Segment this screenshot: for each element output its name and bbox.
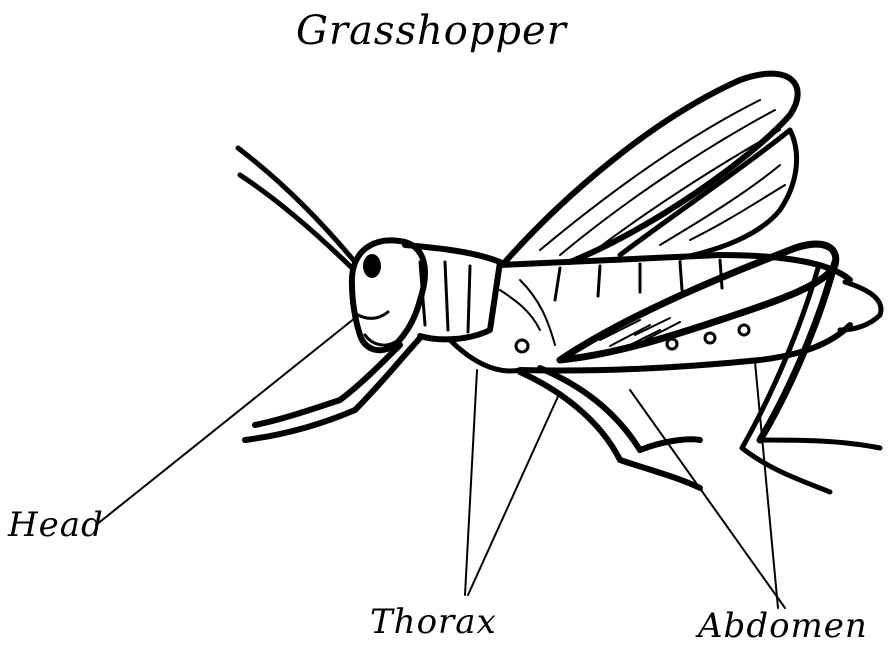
- abdomen-pointer-line-left: [630, 390, 785, 608]
- eye: [363, 254, 381, 278]
- antennae: [238, 148, 355, 268]
- spiracle: [667, 339, 677, 349]
- spiracle: [705, 333, 715, 343]
- pointer-lines: [96, 318, 785, 608]
- head-shape: [352, 240, 425, 350]
- abdomen-shape: [500, 255, 881, 371]
- label-thorax: Thorax: [370, 602, 497, 642]
- middle-leg: [520, 368, 700, 488]
- spiracle: [739, 325, 749, 335]
- thorax-pointer-line-left: [465, 370, 477, 595]
- wings: [505, 74, 798, 262]
- label-head: Head: [8, 505, 104, 545]
- spiracle: [516, 340, 528, 352]
- thorax-pointer-line-right: [468, 392, 560, 595]
- label-abdomen: Abdomen: [698, 606, 868, 646]
- front-leg: [245, 338, 420, 440]
